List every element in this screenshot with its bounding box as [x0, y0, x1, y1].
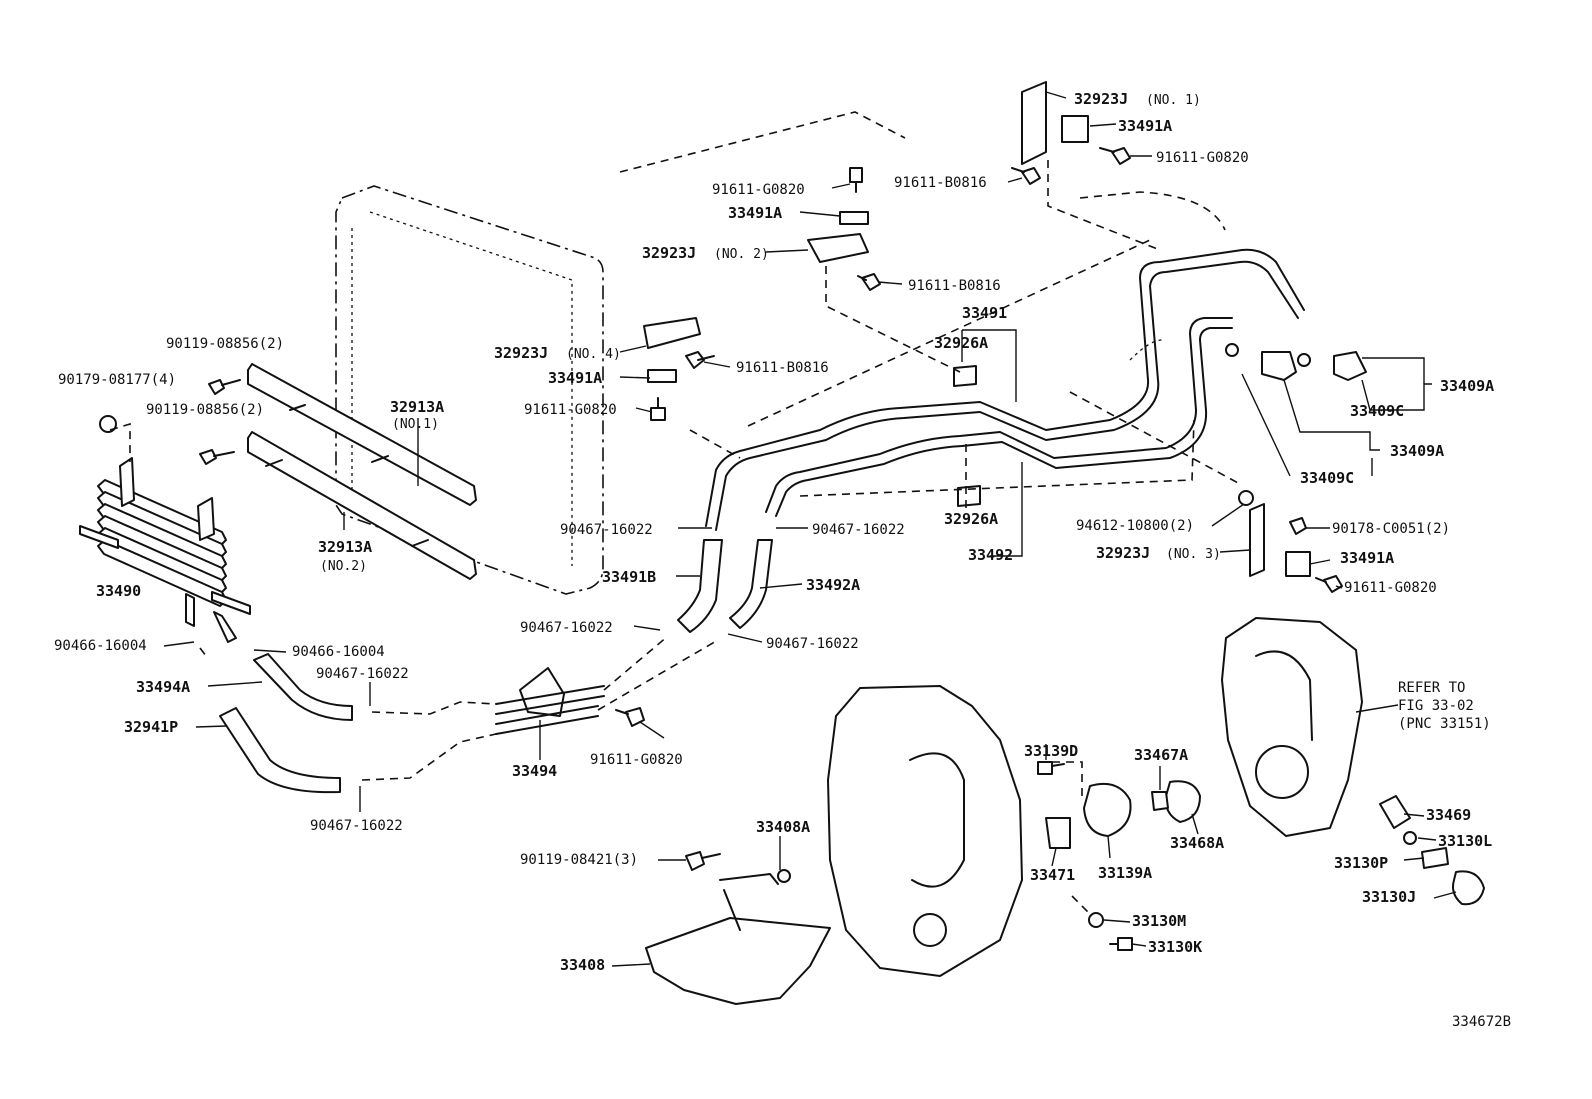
- body-outline: [619, 111, 1226, 361]
- label-refer-to-1: REFER TO: [1398, 680, 1465, 696]
- label-33469[interactable]: 33469: [1426, 806, 1471, 824]
- leader-lines: [163, 91, 1457, 967]
- label-33130l[interactable]: 33130L: [1438, 832, 1492, 850]
- bracket-32913a: [247, 363, 477, 580]
- label-32923j-no1[interactable]: 32923J: [1074, 90, 1128, 108]
- clips: [643, 81, 1311, 577]
- label-32923j-no4[interactable]: 32923J: [494, 344, 548, 362]
- label-32913a-1[interactable]: 32913A: [390, 398, 444, 416]
- label-33471[interactable]: 33471: [1030, 866, 1075, 884]
- label-90467-16022-4[interactable]: 90467-16022: [766, 636, 859, 652]
- label-33130j[interactable]: 33130J: [1362, 888, 1416, 906]
- label-33491a-4[interactable]: 33491A: [1340, 549, 1394, 567]
- connection-lines: [109, 160, 1241, 917]
- label-33408[interactable]: 33408: [560, 956, 605, 974]
- part-labels: 32923J (NO. 1) 33491A 91611-G0820 91611-…: [54, 90, 1511, 1030]
- transfer-case-rear: [1221, 617, 1363, 837]
- label-90466-16004-1[interactable]: 90466-16004: [54, 638, 147, 654]
- oil-pipes: [705, 248, 1305, 531]
- label-91611-g0820-1[interactable]: 91611-G0820: [1156, 150, 1249, 166]
- label-32923j-no1-sub: (NO. 1): [1146, 93, 1201, 108]
- label-33491a-1[interactable]: 33491A: [1118, 117, 1172, 135]
- label-90467-16022-5[interactable]: 90467-16022: [316, 666, 409, 682]
- label-91611-g0820-5[interactable]: 91611-G0820: [590, 752, 683, 768]
- label-90119-08856-1[interactable]: 90119-08856(2): [166, 336, 284, 352]
- label-32923j-no3[interactable]: 32923J: [1096, 544, 1150, 562]
- label-90467-16022-2[interactable]: 90467-16022: [812, 522, 905, 538]
- label-33491a-3[interactable]: 33491A: [548, 369, 602, 387]
- label-32926a-1[interactable]: 32926A: [934, 334, 988, 352]
- transfer-case-front: [827, 685, 1023, 977]
- label-33409a-1[interactable]: 33409A: [1440, 377, 1494, 395]
- label-33139a[interactable]: 33139A: [1098, 864, 1152, 882]
- label-32913a-1-sub: (NO.1): [392, 417, 439, 432]
- label-32913a-2-sub: (NO.2): [320, 559, 367, 574]
- label-32926a-2[interactable]: 32926A: [944, 510, 998, 528]
- hoses: [219, 539, 773, 794]
- oil-pan: [645, 873, 831, 1005]
- label-90178-c0051[interactable]: 90178-C0051(2): [1332, 521, 1450, 537]
- label-33491a-2[interactable]: 33491A: [728, 204, 782, 222]
- label-33139d[interactable]: 33139D: [1024, 742, 1078, 760]
- label-33491[interactable]: 33491: [962, 304, 1007, 322]
- label-32923j-no2-sub: (NO. 2): [714, 247, 769, 262]
- label-33492[interactable]: 33492: [968, 546, 1013, 564]
- label-32923j-no4-sub: (NO. 4): [566, 347, 621, 362]
- label-33490[interactable]: 33490: [96, 582, 141, 600]
- label-90179-08177[interactable]: 90179-08177(4): [58, 372, 176, 388]
- label-33467a[interactable]: 33467A: [1134, 746, 1188, 764]
- label-90119-08856-2[interactable]: 90119-08856(2): [146, 402, 264, 418]
- label-91611-g0820-4[interactable]: 91611-G0820: [1344, 580, 1437, 596]
- label-33409a-2[interactable]: 33409A: [1390, 442, 1444, 460]
- label-33468a[interactable]: 33468A: [1170, 834, 1224, 852]
- figure-number: 334672B: [1452, 1014, 1511, 1030]
- label-33494[interactable]: 33494: [512, 762, 557, 780]
- bracket-33494: [495, 667, 605, 735]
- oil-cooler: [79, 457, 251, 643]
- small-parts: [777, 780, 1485, 928]
- label-33130k[interactable]: 33130K: [1148, 938, 1202, 956]
- label-91611-g0820-2[interactable]: 91611-G0820: [712, 182, 805, 198]
- label-91611-b0816-2[interactable]: 91611-B0816: [908, 278, 1001, 294]
- bolts: [99, 147, 1343, 951]
- radiator-outline: [335, 185, 604, 595]
- label-refer-to-3: (PNC 33151): [1398, 716, 1491, 732]
- label-33409c-1[interactable]: 33409C: [1350, 402, 1404, 420]
- label-33408a[interactable]: 33408A: [756, 818, 810, 836]
- label-90467-16022-3[interactable]: 90467-16022: [520, 620, 613, 636]
- label-33491b[interactable]: 33491B: [602, 568, 656, 586]
- label-33494a[interactable]: 33494A: [136, 678, 190, 696]
- label-33130p[interactable]: 33130P: [1334, 854, 1388, 872]
- fittings: [1225, 343, 1367, 381]
- label-32941p[interactable]: 32941P: [124, 718, 178, 736]
- label-91611-g0820-3[interactable]: 91611-G0820: [524, 402, 617, 418]
- label-90467-16022-1[interactable]: 90467-16022: [560, 522, 653, 538]
- label-90467-16022-6[interactable]: 90467-16022: [310, 818, 403, 834]
- label-refer-to-2[interactable]: FIG 33-02: [1398, 698, 1474, 714]
- label-32923j-no3-sub: (NO. 3): [1166, 547, 1221, 562]
- label-90119-08421[interactable]: 90119-08421(3): [520, 852, 638, 868]
- label-33492a[interactable]: 33492A: [806, 576, 860, 594]
- label-32913a-2[interactable]: 32913A: [318, 538, 372, 556]
- label-90466-16004-2[interactable]: 90466-16004: [292, 644, 385, 660]
- label-94612-10800[interactable]: 94612-10800(2): [1076, 518, 1194, 534]
- label-91611-b0816-3[interactable]: 91611-B0816: [736, 360, 829, 376]
- label-91611-b0816-1[interactable]: 91611-B0816: [894, 175, 987, 191]
- label-32923j-no2[interactable]: 32923J: [642, 244, 696, 262]
- label-33130m[interactable]: 33130M: [1132, 912, 1186, 930]
- label-33409c-2[interactable]: 33409C: [1300, 469, 1354, 487]
